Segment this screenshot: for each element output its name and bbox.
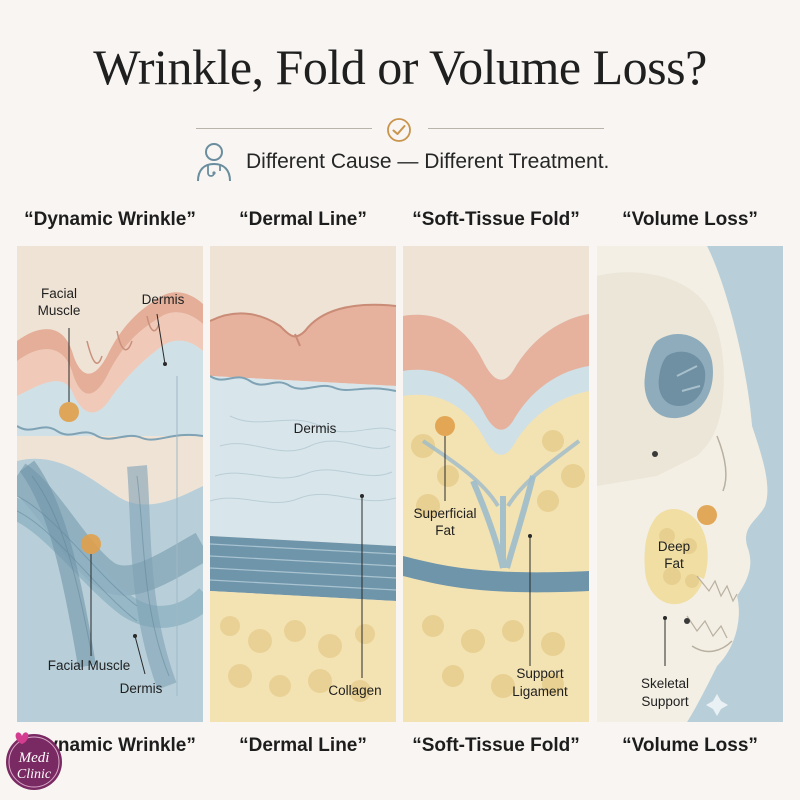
label-facial-muscle-bottom: Facial Muscle <box>48 658 131 673</box>
label-deep-fat-line1: Deep <box>658 539 690 554</box>
volume-loss-illustration: Deep Fat Skeletal Support <box>597 246 783 722</box>
title-divider-right <box>428 128 604 129</box>
panel-volume-loss: Deep Fat Skeletal Support <box>597 246 783 722</box>
dynamic-wrinkle-illustration: Facial Muscle Dermis Facial Muscle Dermi… <box>17 246 203 722</box>
label-support-ligament-line2: Ligament <box>512 684 568 699</box>
label-skeletal-support-line2: Support <box>641 694 689 709</box>
doctor-icon <box>197 143 231 182</box>
panel-1-label-top: “Dynamic Wrinkle” <box>24 209 196 230</box>
logo-text-line1: Medi <box>18 750 50 766</box>
panel-dermal-line: Dermis Collagen <box>210 246 396 722</box>
logo-text-line2: Clinic <box>17 767 52 782</box>
check-circle-icon <box>387 118 411 142</box>
panel-1-label-bottom: “Dynamic Wrinkle” <box>24 735 196 756</box>
panel-4-label-top: “Volume Loss” <box>622 209 758 230</box>
label-dermis: Dermis <box>294 421 337 436</box>
dermal-line-illustration: Dermis Collagen <box>210 246 396 722</box>
label-dermis-bottom: Dermis <box>120 681 163 696</box>
medi-clinic-logo: Medi Clinic <box>6 732 62 790</box>
panel-2-label-top: “Dermal Line” <box>239 209 367 230</box>
label-skeletal-support-line1: Skeletal <box>641 676 689 691</box>
title-divider-left <box>196 128 372 129</box>
label-deep-fat-line2: Fat <box>664 556 684 571</box>
panel-3-label-bottom: “Soft-Tissue Fold” <box>412 735 580 756</box>
panel-dynamic-wrinkle: Facial Muscle Dermis Facial Muscle Dermi… <box>17 246 203 722</box>
label-support-ligament-line1: Support <box>516 666 564 681</box>
label-collagen: Collagen <box>328 683 381 698</box>
label-dermis-top: Dermis <box>142 292 185 307</box>
panel-soft-tissue-fold: Superficial Fat Support Ligament <box>403 246 589 722</box>
label-facial-muscle-top-line1: Facial <box>41 286 77 301</box>
label-facial-muscle-top-line2: Muscle <box>38 303 81 318</box>
panel-3-label-top: “Soft-Tissue Fold” <box>412 209 580 230</box>
soft-tissue-fold-illustration: Superficial Fat Support Ligament <box>403 246 589 722</box>
subtitle: Different Cause — Different Treatment. <box>246 150 610 173</box>
panel-2-label-bottom: “Dermal Line” <box>239 735 367 756</box>
label-superficial-fat-line1: Superficial <box>413 506 476 521</box>
panel-4-label-bottom: “Volume Loss” <box>622 735 758 756</box>
label-superficial-fat-line2: Fat <box>435 523 455 538</box>
page-title: Wrinkle, Fold or Volume Loss? <box>93 39 707 95</box>
